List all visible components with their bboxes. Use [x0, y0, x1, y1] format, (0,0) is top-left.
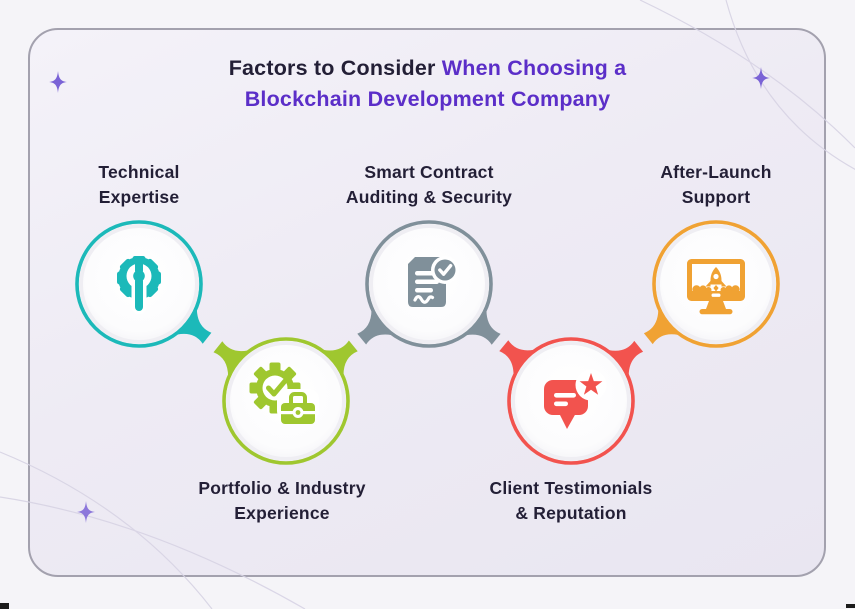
- crop-artifact: [0, 603, 9, 609]
- factor-label-smart-contract: Smart Contract Auditing & Security: [345, 162, 513, 208]
- page-title: Factors to Consider When Choosing a Bloc…: [188, 53, 668, 114]
- factor-label-portfolio-experience: Portfolio & Industry Experience: [198, 478, 366, 524]
- title-accent: When Choosing a Blockchain Development C…: [244, 56, 627, 111]
- title-primary: Factors to Consider: [228, 56, 436, 80]
- crop-artifact: [846, 604, 855, 608]
- factor-label-after-launch-support: After-Launch Support: [660, 162, 772, 208]
- factor-label-technical-expertise: Technical Expertise: [98, 162, 180, 208]
- factor-label-client-testimonials: Client Testimonials & Reputation: [489, 478, 653, 524]
